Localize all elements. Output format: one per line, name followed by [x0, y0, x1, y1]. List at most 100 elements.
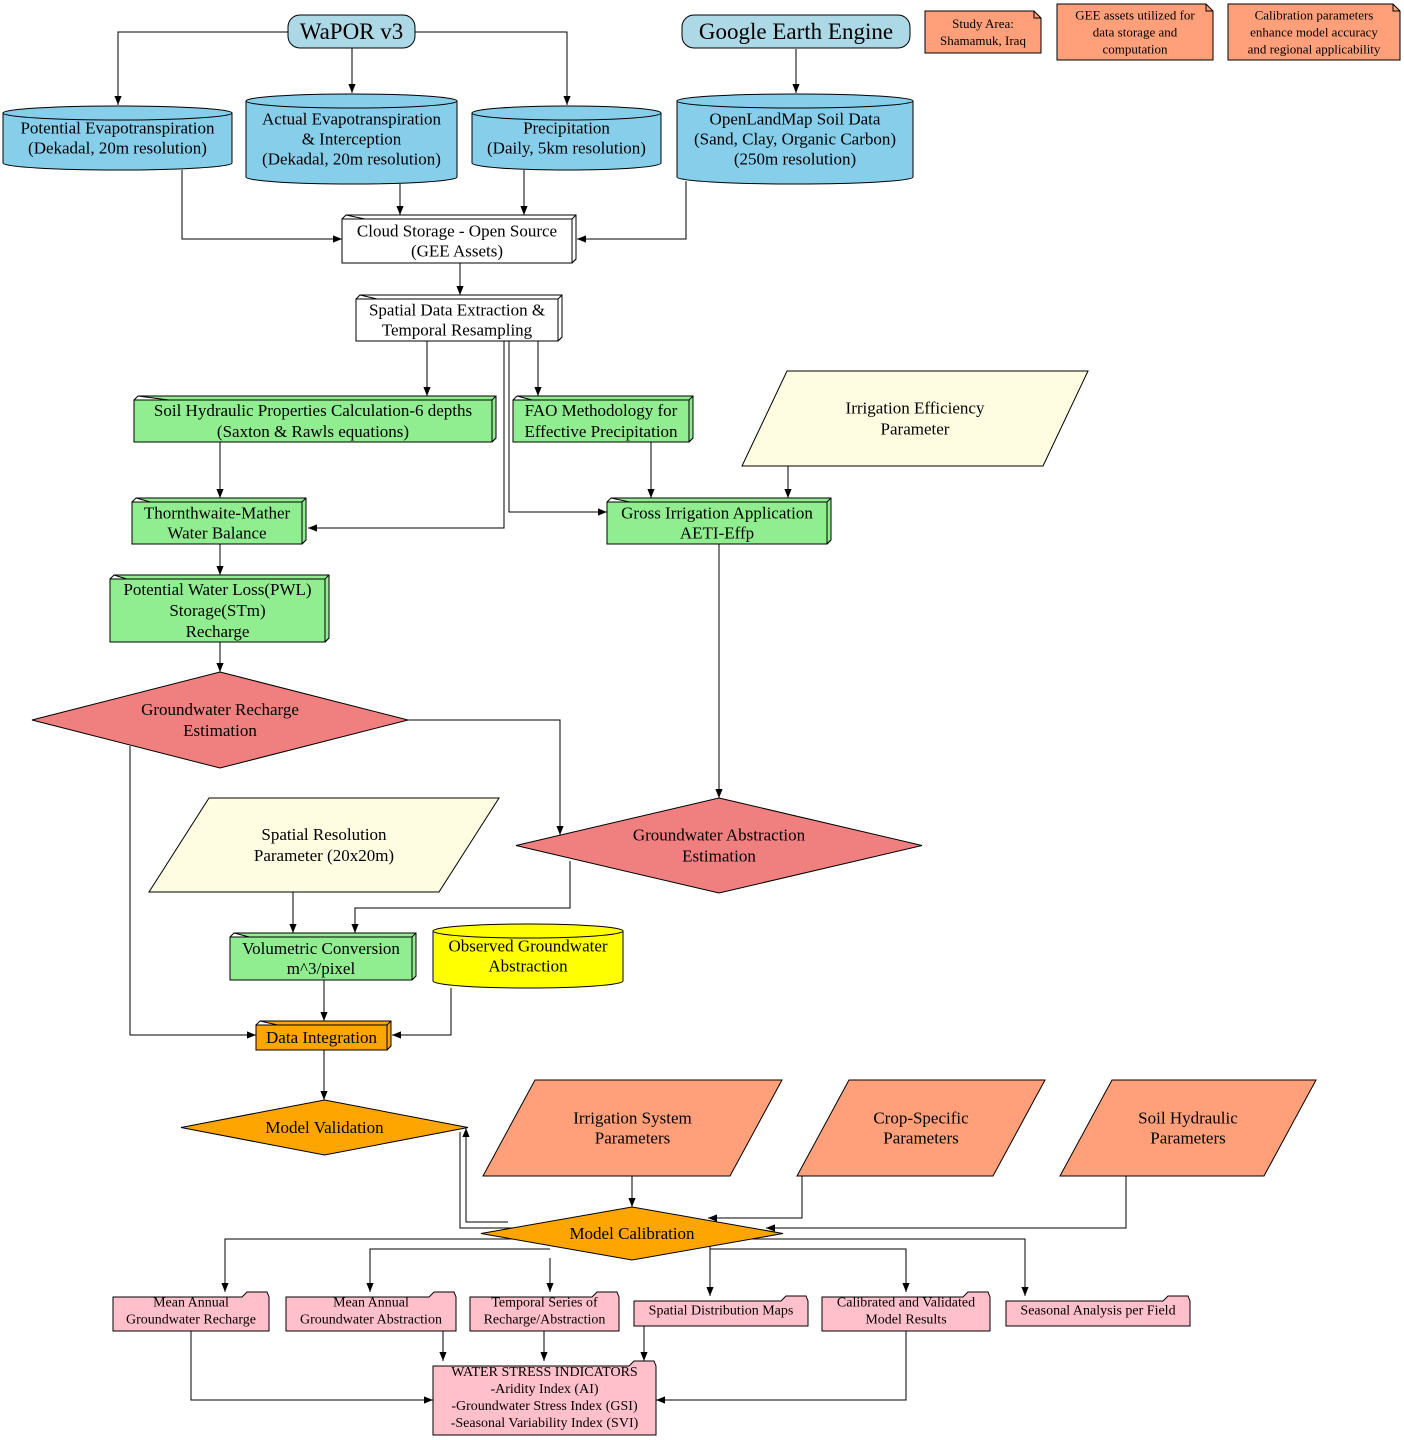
- node-label: (GEE Assets): [411, 242, 503, 261]
- node-label: Volumetric Conversion: [242, 939, 400, 958]
- edge-outcalibrated-stress: [656, 1331, 907, 1404]
- node-label: Spatial Resolution: [261, 825, 387, 844]
- node-label: Seasonal Analysis per Field: [1020, 1304, 1175, 1319]
- edge-recharge-abstraction: [408, 719, 564, 835]
- node-label: Groundwater Recharge: [141, 700, 299, 719]
- node-precip: Precipitation(Daily, 5km resolution): [471, 105, 662, 171]
- node-label: (250m resolution): [734, 150, 856, 169]
- edge-soil-cloud: [577, 181, 687, 243]
- node-label: Mean Annual: [333, 1296, 409, 1311]
- node-label: Water Balance: [167, 524, 266, 543]
- node-label: Temporal Resampling: [382, 321, 533, 340]
- edge-recharge-integration: [129, 746, 256, 1039]
- node-label: Effective Precipitation: [524, 422, 678, 441]
- node-label: -Aridity Index (AI): [490, 1382, 598, 1397]
- node-label: (Dekadal, 20m resolution): [28, 139, 207, 158]
- edge-soilparams-calibration: [766, 1176, 1127, 1232]
- node-label: (Daily, 5km resolution): [487, 139, 646, 158]
- edge-calibration-out-recharge: [221, 1238, 550, 1292]
- node-label: Spatial Distribution Maps: [649, 1304, 794, 1319]
- node-label: WATER STRESS INDICATORS: [451, 1365, 637, 1380]
- edge-calibration-validation: [462, 1128, 508, 1223]
- node-label: WaPOR v3: [300, 19, 404, 44]
- edge-wapor-precip: [414, 31, 571, 105]
- node-label: GEE assets utilized for: [1075, 8, 1195, 23]
- node-label: Potential Evapotranspiration: [20, 119, 215, 138]
- node-calibration: Model Calibration: [480, 1206, 784, 1261]
- node-pwl: Potential Water Loss(PWL) Storage(STm) Rec…: [109, 574, 330, 643]
- node-label: Model Validation: [265, 1118, 384, 1137]
- node-out-seasonal: Seasonal Analysis per Field: [1005, 1295, 1191, 1327]
- node-label: Recharge: [186, 622, 250, 641]
- node-soil-data: OpenLandMap Soil Data(Sand, Clay, Organi…: [676, 93, 914, 185]
- node-label: Temporal Series of: [491, 1296, 598, 1311]
- edge-pet-cloud: [181, 170, 342, 243]
- node-gee: Google Earth Engine: [681, 14, 911, 49]
- edge-calibration-out-calibrated: [710, 1248, 910, 1292]
- node-label: Abstraction: [488, 957, 568, 976]
- node-label: Model Results: [865, 1313, 946, 1328]
- node-label: Data Integration: [266, 1028, 377, 1047]
- edge-wapor-pet: [114, 31, 290, 105]
- node-extract: Spatial Data Extraction &Temporal Resamp…: [355, 294, 563, 342]
- node-aeti: Actual Evapotranspiration& Interception(…: [245, 93, 458, 185]
- node-label: Groundwater Recharge: [126, 1313, 256, 1328]
- node-label: Groundwater Abstraction: [633, 826, 806, 845]
- node-label: Google Earth Engine: [699, 19, 893, 44]
- node-label: AETI-Effp: [680, 524, 754, 543]
- edge-crop-calibration: [708, 1176, 803, 1222]
- node-label: Mean Annual: [153, 1296, 229, 1311]
- node-label: Estimation: [183, 721, 257, 740]
- node-note-gee: GEE assets utilized for data storage and c…: [1056, 3, 1214, 61]
- node-label: Groundwater Abstraction: [300, 1313, 442, 1328]
- node-soil-hyd: Soil Hydraulic Properties Calculation-6 …: [133, 395, 497, 443]
- node-label: enhance model accuracy: [1250, 25, 1378, 40]
- node-out-spatial: Spatial Distribution Maps: [633, 1295, 809, 1327]
- node-label: Parameter: [881, 420, 950, 439]
- node-label: Recharge/Abstraction: [484, 1313, 606, 1328]
- node-label: Study Area:: [952, 16, 1014, 31]
- node-label: Thornthwaite-Mather: [144, 504, 291, 523]
- node-out-temporal: Temporal Series of Recharge/Abstraction: [469, 1291, 620, 1332]
- node-label: Parameters: [1150, 1129, 1226, 1148]
- node-label: computation: [1103, 42, 1168, 57]
- node-stress: WATER STRESS INDICATORS -Aridity Index (A…: [432, 1360, 657, 1436]
- node-label: Estimation: [682, 847, 756, 866]
- node-label: Irrigation Efficiency: [846, 399, 985, 418]
- node-label: Parameters: [595, 1129, 671, 1148]
- node-label: Observed Groundwater: [448, 937, 607, 956]
- node-label: Parameters: [883, 1129, 959, 1148]
- node-label: m^3/pixel: [287, 959, 356, 978]
- edge-abstraction-volumetric: [351, 861, 571, 933]
- node-label: Crop-Specific: [873, 1109, 969, 1128]
- node-label: Potential Water Loss(PWL): [123, 580, 311, 599]
- edge-observed-integration: [392, 988, 452, 1039]
- edge-extract-gross: [508, 341, 607, 516]
- node-label: Soil Hydraulic: [1138, 1109, 1238, 1128]
- edges: [114, 31, 1127, 1404]
- node-label: Actual Evapotranspiration: [262, 110, 441, 129]
- node-cloud: Cloud Storage - Open Source(GEE Assets): [341, 214, 577, 264]
- node-label: Calibrated and Validated: [837, 1296, 975, 1311]
- node-label: Soil Hydraulic Properties Calculation-6 …: [154, 401, 472, 420]
- edge-calibration-out-abstraction: [366, 1248, 550, 1292]
- node-label: -Groundwater Stress Index (GSI): [451, 1399, 638, 1414]
- edge-calibration-out-seasonal: [710, 1238, 1029, 1296]
- node-label: data storage and: [1093, 25, 1178, 40]
- node-label: (Dekadal, 20m resolution): [262, 150, 441, 169]
- node-label: (Sand, Clay, Organic Carbon): [694, 130, 896, 149]
- node-label: Storage(STm): [169, 601, 265, 620]
- node-integration: Data Integration: [255, 1020, 392, 1051]
